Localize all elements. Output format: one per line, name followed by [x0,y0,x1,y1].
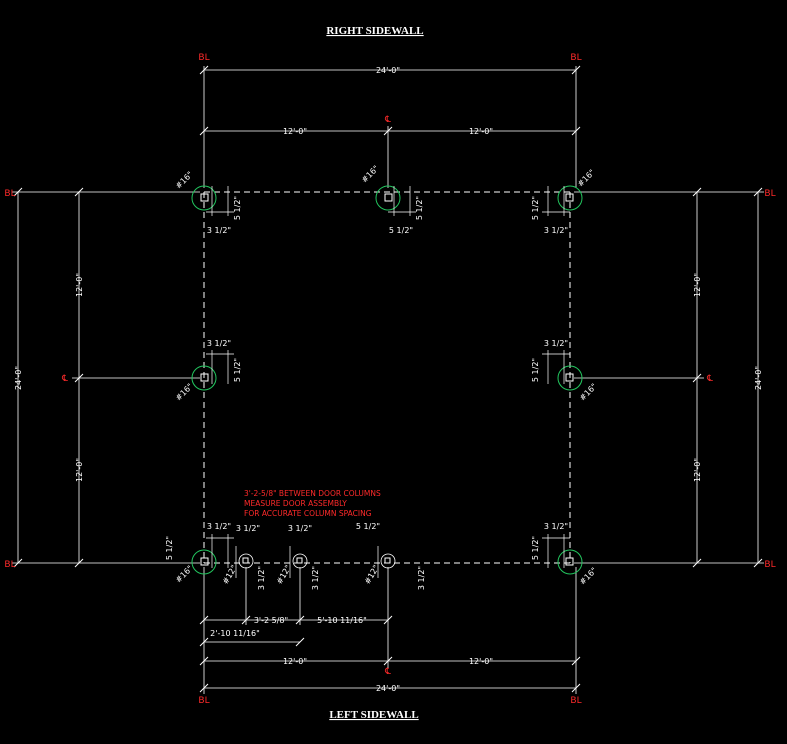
dim-left-lower-half: 12'-0" [75,458,84,482]
footings [191,185,583,575]
anchor-label: #16" [576,168,597,189]
anchor-label: #16" [578,566,599,587]
offset-label: 5 1/2" [233,196,242,220]
anchor-label: #16" [360,164,381,185]
dim-door-from-corner: 2'-10 11/16" [210,629,260,638]
note-line-1: 3'-2-5/8" BETWEEN DOOR COLUMNS [244,489,381,498]
columns [200,193,574,566]
offset-label: 3 1/2" [544,522,568,531]
offset-label: 5 1/2" [531,358,540,382]
dim-door-first: 3'-2 5/8" [254,616,288,625]
right-sidewall-title: RIGHT SIDEWALL [326,25,423,37]
offset-label: 5 1/2" [531,196,540,220]
building-outline [203,191,571,564]
dim-door-second: 5'-10 11/16" [317,616,367,625]
dim-top-left-half: 12'-0" [283,127,307,136]
anchor-label: #16" [174,564,195,585]
offset-label: 3 1/2" [207,339,231,348]
offset-label: 3 1/2" [288,524,312,533]
offset-label: 3 1/2" [207,226,231,235]
offset-label: 5 1/2" [233,358,242,382]
dimension-labels: 24'-0" 12'-0" 12'-0" 12'-0" 12'-0" 24'-0… [14,66,763,693]
dim-bottom-right-half: 12'-0" [469,657,493,666]
offset-label: 3 1/2" [417,566,426,590]
offset-label: 3 1/2" [257,566,266,590]
offset-label: 3 1/2" [544,226,568,235]
column-offset-lines [206,186,570,578]
offset-label: 3 1/2" [544,339,568,348]
centerline-marker-left: ℄ [61,374,68,384]
dim-right-overall: 24'-0" [754,366,763,390]
dim-top-overall: 24'-0" [376,66,400,75]
baseline-marker-left-bottom: BL [4,560,15,570]
dim-right-upper-half: 12'-0" [693,273,702,297]
dim-left-overall: 24'-0" [14,366,23,390]
dim-right-lower-half: 12'-0" [693,458,702,482]
dim-bottom-left-half: 12'-0" [283,657,307,666]
baseline-marker-top-right: BL [570,53,581,63]
left-sidewall-title: LEFT SIDEWALL [329,709,418,721]
centerline-marker-right: ℄ [706,374,713,384]
baseline-marker-bottom-right: BL [570,696,581,706]
dim-bottom-overall: 24'-0" [376,684,400,693]
centerline-marker-top: ℄ [384,115,391,125]
small-footings [238,553,396,569]
baseline-marker-left-top: BL [4,189,15,199]
offset-label: 5 1/2" [165,536,174,560]
markers: BL BL ℄ BL BL ℄ BL BL ℄ ℄ BL BL [4,53,775,706]
anchor-label: #16" [174,382,195,403]
door-spacing-note: 3'-2-5/8" BETWEEN DOOR COLUMNS MEASURE D… [244,489,381,518]
offset-label: 5 1/2" [356,522,380,531]
offset-label: 5 1/2" [531,536,540,560]
baseline-marker-top-left: BL [198,53,209,63]
offset-label: 3 1/2" [236,524,260,533]
dimension-ticks [13,65,763,693]
offset-labels: 3 1/2" 5 1/2" 5 1/2" 5 1/2" 3 1/2" 5 1/2… [165,196,568,590]
baseline-marker-bottom-left: BL [198,696,209,706]
baseline-marker-right-bottom: BL [764,560,775,570]
offset-label: 3 1/2" [311,566,320,590]
dim-top-right-half: 12'-0" [469,127,493,136]
dim-left-upper-half: 12'-0" [75,273,84,297]
anchor-label: #16" [174,170,195,191]
centerline-marker-bottom: ℄ [384,667,391,677]
anchor-label: #16" [578,382,599,403]
offset-label: 3 1/2" [207,522,231,531]
baseline-marker-right-top: BL [764,189,775,199]
offset-label: 5 1/2" [415,196,424,220]
note-line-2: MEASURE DOOR ASSEMBLY [244,499,347,508]
offset-label: 5 1/2" [389,226,413,235]
extension-lines [12,66,764,694]
note-line-3: FOR ACCURATE COLUMN SPACING [244,509,372,518]
